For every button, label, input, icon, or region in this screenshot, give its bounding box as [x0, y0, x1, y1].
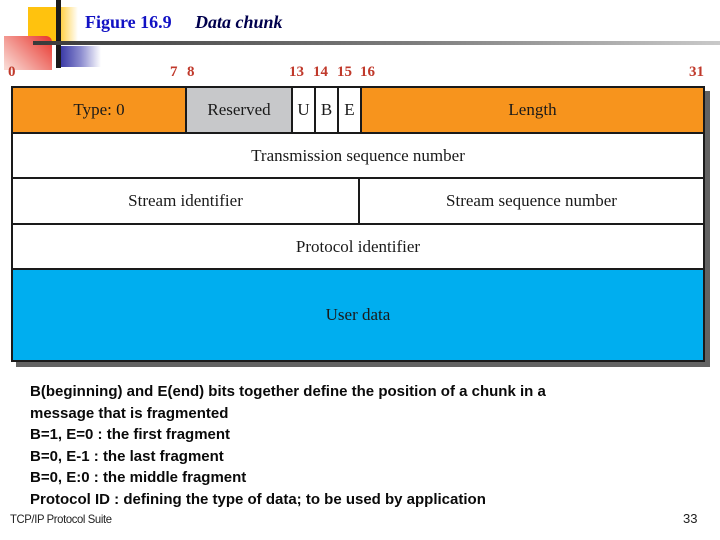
note-line: B(beginning) and E(end) bits together de… [30, 383, 546, 400]
field-stream-identifier: Stream identifier [13, 179, 358, 223]
note-line: Protocol ID : defining the type of data;… [30, 490, 486, 508]
page-number: 33 [683, 511, 698, 526]
field-flag-e: E [337, 88, 360, 132]
bit-label-7: 7 [170, 64, 178, 80]
data-chunk-diagram: Type: 0 Reserved U B E Length Transmissi… [11, 86, 705, 362]
diagram-row-protocol: Protocol identifier [13, 223, 703, 268]
decoration-blue-bar [57, 46, 101, 67]
figure-title: Data chunk [195, 12, 283, 32]
field-flag-u: U [291, 88, 314, 132]
bit-label-14: 14 [313, 64, 328, 80]
diagram-row-stream: Stream identifier Stream sequence number [13, 177, 703, 223]
bit-label-16: 16 [360, 64, 375, 80]
title-underline [33, 41, 720, 45]
diagram-row-header: Type: 0 Reserved U B E Length [13, 88, 703, 132]
decoration-yellow-square [28, 7, 78, 41]
field-reserved: Reserved [185, 88, 291, 132]
decoration-vertical-line [56, 0, 61, 68]
figure-number: Figure 16.9 [85, 12, 172, 32]
notes-block: B(beginning) and E(end) bits together de… [30, 381, 700, 511]
field-length: Length [360, 88, 703, 132]
diagram-row-tsn: Transmission sequence number [13, 132, 703, 177]
bit-label-15: 15 [337, 64, 352, 80]
field-flag-b: B [314, 88, 337, 132]
footer-book-title: TCP/IP Protocol Suite [10, 512, 112, 526]
field-stream-sequence-number: Stream sequence number [358, 179, 703, 223]
bit-label-0: 0 [8, 64, 16, 80]
bit-label-31: 31 [689, 64, 704, 80]
note-line: B=0, E-1 : the last fragment [30, 447, 224, 465]
diagram-row-user-data: User data [13, 268, 703, 360]
field-type: Type: 0 [13, 88, 185, 132]
note-line: message that is fragmented [30, 404, 229, 422]
field-user-data: User data [13, 270, 703, 360]
bit-label-13: 13 [289, 64, 304, 80]
field-transmission-sequence-number: Transmission sequence number [13, 134, 703, 177]
field-protocol-identifier: Protocol identifier [13, 225, 703, 268]
bit-label-8: 8 [187, 64, 195, 80]
note-line: B=1, E=0 : the first fragment [30, 426, 231, 444]
note-line: B=0, E:0 : the middle fragment [30, 469, 247, 487]
